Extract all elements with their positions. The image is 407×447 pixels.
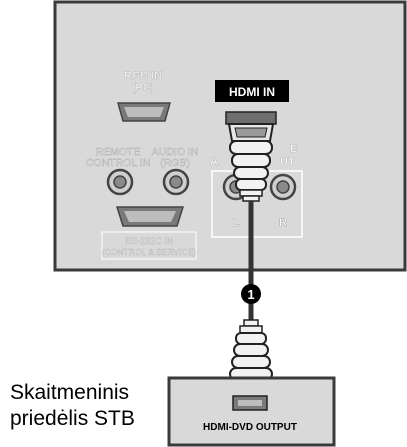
device-caption-line1: Skaitmeninis [10, 381, 130, 404]
remote-control-port: REMOTE CONTROL IN [86, 146, 150, 196]
step-marker: 1 [241, 284, 261, 304]
device-caption: Skaitmeninis priedėlis STB [10, 380, 135, 432]
faded-port-labels: E UT A [210, 143, 298, 169]
rs232-port: RS-232C IN (CONTROL & SERVICE) [101, 206, 197, 260]
hdmi-in-socket [225, 111, 277, 125]
rgb-pc-label: (PC) [132, 82, 155, 94]
audio-left-label: L [233, 217, 240, 229]
audio-in-label-line2: (RGB) [160, 157, 190, 169]
remote-label-line1: REMOTE [96, 146, 141, 158]
faded-text-1: E [290, 143, 297, 155]
hdmi-dvd-output-label: HDMI-DVD OUTPUT [203, 422, 297, 433]
device-caption-line2: priedėlis STB [10, 407, 135, 430]
remote-label-line2: CONTROL IN [86, 157, 150, 169]
audio-right-label: R [279, 217, 287, 229]
hdmi-in-label-box: HDMI IN [215, 80, 289, 102]
audio-in-rgb-port: AUDIO IN (RGB) [151, 146, 199, 196]
set-top-box: HDMI-DVD OUTPUT [167, 376, 336, 447]
hdmi-plug-top [225, 111, 277, 202]
rgb-in-port: RGB IN (PC) [117, 70, 171, 122]
faded-text-2: UT [280, 156, 295, 168]
hdmi-plug-bottom [229, 319, 273, 381]
faded-text-3: A [210, 156, 218, 168]
tv-back-panel [53, 0, 407, 272]
hdmi-in-label: HDMI IN [229, 85, 275, 99]
rs232-label-line2: (CONTROL & SERVICE) [102, 247, 197, 257]
step-number: 1 [247, 287, 254, 302]
rgb-in-label: RGB IN [124, 70, 163, 82]
audio-in-label-line1: AUDIO IN [152, 146, 199, 158]
rs232-label-line1: RS-232C IN [125, 236, 174, 246]
